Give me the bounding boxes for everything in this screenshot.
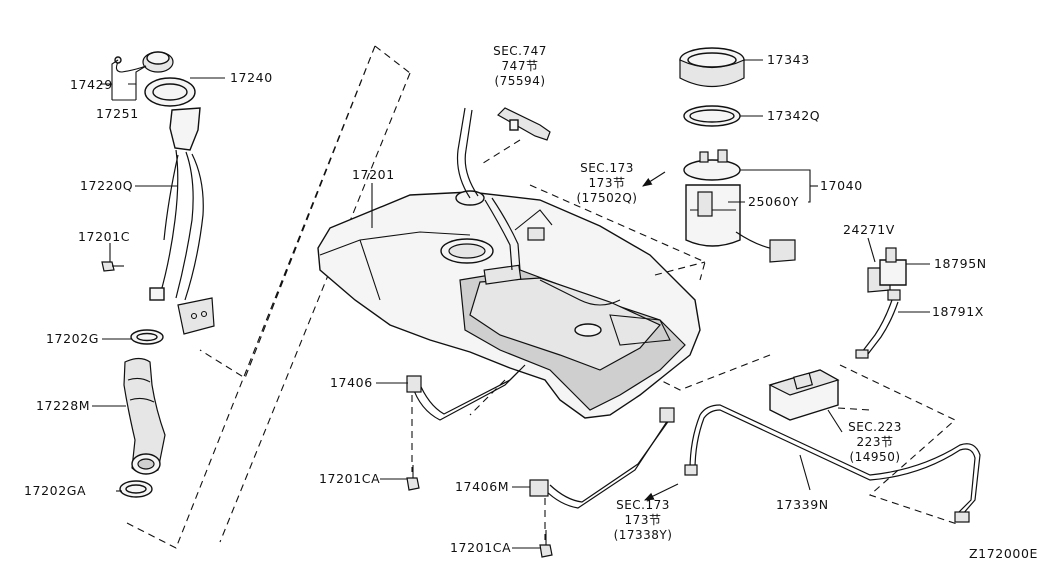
vent-hose bbox=[456, 107, 551, 271]
vapor-hose-17339N bbox=[684, 404, 981, 523]
label-17339N: 17339N bbox=[776, 497, 829, 512]
bolt-17201C bbox=[101, 261, 124, 272]
leader-lines bbox=[92, 59, 930, 549]
sec223-line1: SEC.223 bbox=[848, 420, 902, 434]
sec173-bottom-line3: (17338Y) bbox=[614, 528, 673, 542]
clamp-17202G bbox=[130, 329, 164, 345]
bolt-17201CA-lower bbox=[539, 530, 553, 558]
label-17343: 17343 bbox=[767, 52, 810, 67]
label-17228M: 17228M bbox=[36, 398, 90, 413]
diagram-id: Z172000E bbox=[969, 546, 1038, 561]
sec173-bottom-line1: SEC.173 bbox=[616, 498, 670, 512]
clamp-17202GA bbox=[119, 480, 153, 498]
tank-straps bbox=[406, 364, 675, 540]
sec747-line3: (75594) bbox=[494, 74, 545, 88]
sec223-line2: 223节 bbox=[857, 435, 894, 449]
sec223-line3: (14950) bbox=[849, 450, 900, 464]
label-24271V: 24271V bbox=[843, 222, 895, 237]
sec173-top-line2: 173节 bbox=[589, 176, 626, 190]
sec173-top-line3: (17502Q) bbox=[577, 191, 638, 205]
label-17201C: 17201C bbox=[78, 229, 130, 244]
bolt-17201CA-upper bbox=[406, 465, 420, 491]
part-labels: 17429 17240 17251 17220Q 17201C 17202G 1… bbox=[24, 52, 987, 555]
filler-tube-17220Q bbox=[149, 107, 215, 335]
section-reference-173-bottom: SEC.173 173节 (17338Y) bbox=[614, 498, 673, 542]
sec747-line2: 747节 bbox=[502, 59, 539, 73]
canister-sec223 bbox=[768, 369, 840, 421]
label-17429: 17429 bbox=[70, 77, 113, 92]
label-17202G: 17202G bbox=[46, 331, 99, 346]
label-17201CA-lower: 17201CA bbox=[450, 540, 511, 555]
sec173-top-line1: SEC.173 bbox=[580, 161, 634, 175]
hose-18791X bbox=[855, 289, 901, 359]
section-reference-223: SEC.223 223节 (14950) bbox=[848, 420, 902, 464]
section-reference-747: SEC.747 747节 (75594) bbox=[493, 44, 547, 88]
fuel-tank-17201 bbox=[317, 190, 701, 419]
label-17202GA: 17202GA bbox=[24, 483, 86, 498]
gasket-17342Q bbox=[683, 105, 741, 127]
label-17406: 17406 bbox=[330, 375, 373, 390]
label-18795N: 18795N bbox=[934, 256, 987, 271]
label-17040: 17040 bbox=[820, 178, 863, 193]
label-17251: 17251 bbox=[96, 106, 139, 121]
filler-cap-group bbox=[114, 51, 196, 107]
label-18791X: 18791X bbox=[932, 304, 984, 319]
label-25060Y: 25060Y bbox=[748, 194, 799, 209]
section-reference-173-top: SEC.173 173节 (17502Q) bbox=[577, 161, 638, 205]
sec173-bottom-line2: 173节 bbox=[625, 513, 662, 527]
label-17201: 17201 bbox=[352, 167, 395, 182]
bracket-24271V-18795N bbox=[867, 247, 907, 293]
label-17201CA-upper: 17201CA bbox=[319, 471, 380, 486]
filler-hose-17228M bbox=[123, 357, 166, 475]
label-17406M: 17406M bbox=[455, 479, 509, 494]
label-17240: 17240 bbox=[230, 70, 273, 85]
label-17220Q: 17220Q bbox=[80, 178, 133, 193]
lock-ring-17343 bbox=[679, 47, 745, 87]
sec747-line1: SEC.747 bbox=[493, 44, 547, 58]
label-17342Q: 17342Q bbox=[767, 108, 820, 123]
